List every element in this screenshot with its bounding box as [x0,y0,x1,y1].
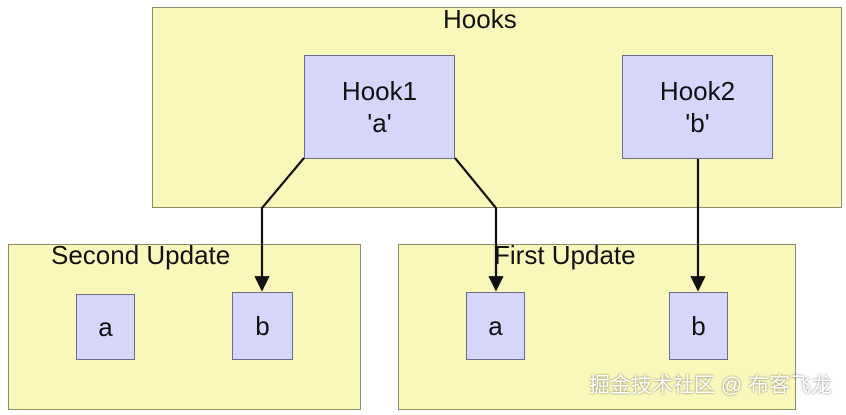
first-update-a-node: a [466,292,525,360]
hook1-name: Hook1 [341,76,418,106]
second-update-b-label: b [255,311,270,341]
hook2-value: 'b' [685,108,710,138]
second-update-a-node: a [76,294,135,360]
first-update-a-label: a [488,311,503,341]
watermark: 掘金技术社区 @ 布客飞龙 [589,374,832,397]
first-update-group-title: First Update [494,240,636,270]
hook1-value: 'a' [367,108,392,138]
second-update-group-title: Second Update [51,240,231,270]
second-update-a-label: a [98,312,113,342]
first-update-b-label: b [691,311,706,341]
hook2-node: Hook2 'b' [622,55,773,159]
hook1-node: Hook1 'a' [304,55,455,159]
hooks-group-title: Hooks [443,4,517,34]
first-update-b-node: b [669,292,728,360]
second-update-b-node: b [232,292,293,360]
hook2-name: Hook2 [659,76,736,106]
